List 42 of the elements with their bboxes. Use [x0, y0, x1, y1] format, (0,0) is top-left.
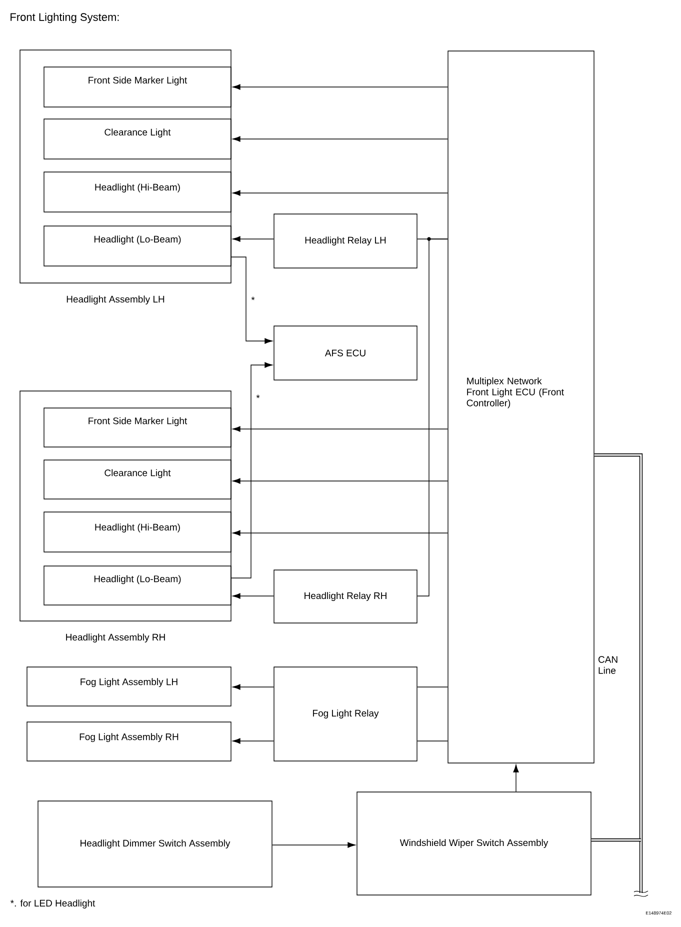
- connector-line: [417, 740, 448, 742]
- arrow: [232, 478, 448, 484]
- arrow: [232, 190, 448, 196]
- arrow: [232, 684, 274, 690]
- light-box: Headlight (Hi-Beam): [44, 172, 232, 212]
- light-box: Clearance Light: [44, 118, 232, 160]
- arrow: [232, 236, 274, 242]
- arrow: [513, 764, 519, 792]
- ecu-box: AFS ECU: [274, 326, 418, 380]
- arrow: [232, 84, 448, 90]
- can-bus-line: [594, 453, 643, 893]
- light-box: Headlight (Hi-Beam): [44, 512, 232, 552]
- edge-label: *: [250, 296, 256, 304]
- ecu-box: Multiplex Network Front Light ECU (Front Controller): [448, 50, 594, 764]
- arrow: [231, 362, 272, 578]
- light-box: Clearance Light: [44, 460, 232, 500]
- relay-box: Headlight Relay RH: [274, 570, 418, 624]
- light-box: Front Side Marker Light: [44, 66, 232, 108]
- connector-line: [417, 686, 448, 688]
- arrow: [232, 738, 274, 744]
- light-box: Fog Light Assembly LH: [26, 666, 232, 706]
- assembly-caption: Headlight Assembly RH: [66, 634, 165, 642]
- light-box: Fog Light Assembly RH: [26, 722, 232, 762]
- title: Front Lighting System:: [10, 12, 119, 24]
- arrow: [272, 842, 356, 848]
- light-box: Headlight (Lo-Beam): [44, 566, 232, 606]
- assembly-caption: Headlight Assembly LH: [66, 296, 164, 304]
- light-box: Front Side Marker Light: [44, 408, 232, 448]
- can-bus-line: [591, 838, 641, 842]
- arrow: [232, 530, 448, 536]
- relay-box: Headlight Relay LH: [274, 214, 418, 268]
- light-box: Headlight (Lo-Beam): [44, 226, 232, 266]
- switch-box: Headlight Dimmer Switch Assembly: [38, 800, 272, 888]
- connector-line: [417, 237, 448, 596]
- switch-box: Windshield Wiper Switch Assembly: [356, 792, 592, 896]
- arrow: [232, 593, 274, 599]
- edge-label: *: [255, 394, 261, 402]
- arrow: [231, 256, 272, 344]
- arrow: [232, 136, 448, 142]
- relay-box: Fog Light Relay: [274, 666, 418, 762]
- arrow: [232, 426, 448, 432]
- footnote: *. for LED Headlight: [10, 900, 96, 908]
